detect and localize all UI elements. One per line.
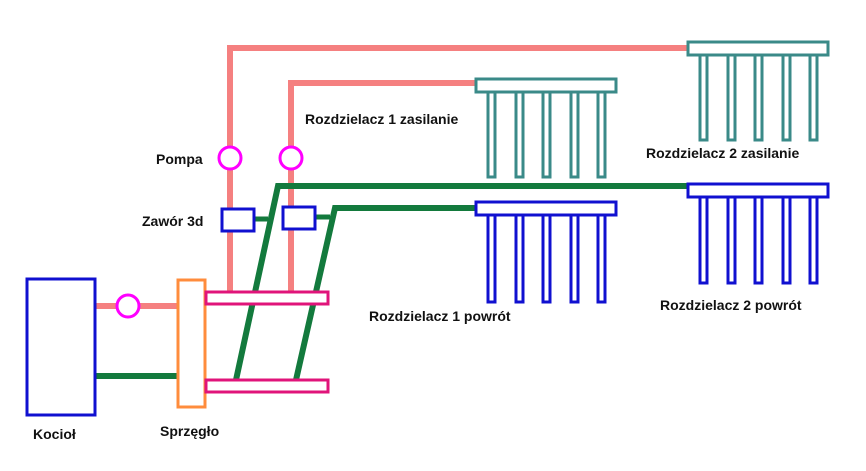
manifold-1-return-outlet-1 xyxy=(486,213,497,304)
manifold-1-supply xyxy=(474,77,618,179)
manifold-2-supply-outlet-1 xyxy=(698,53,709,142)
manifold-2-return-label: Rozdzielacz 2 powrót xyxy=(660,297,802,313)
manifold-2-supply-outlet-5 xyxy=(808,53,819,142)
manifold-1-return-outlet-2 xyxy=(514,213,525,304)
valve-label: Zawór 3d xyxy=(142,213,204,229)
manifold-2-supply-outlet-3 xyxy=(753,53,764,142)
manifold-2-supply-outlet-2 xyxy=(726,53,737,142)
coupler-label: Sprzęgło xyxy=(160,423,220,439)
manifold-1-return-bar xyxy=(474,200,618,217)
manifold-1-supply-label: Rozdzielacz 1 zasilanie xyxy=(305,111,459,127)
boiler-label: Kocioł xyxy=(33,426,76,442)
manifold-2-supply-label: Rozdzielacz 2 zasilanie xyxy=(646,145,800,161)
manifold-1-return-outlet-3 xyxy=(541,213,552,304)
manifold-2-supply-outlet-4 xyxy=(781,53,792,142)
manifold-1-supply-outlet-2 xyxy=(514,90,525,179)
valve-circuit-2 xyxy=(220,207,256,233)
manifold-1-supply-outlet-4 xyxy=(569,90,580,179)
pump-circuit-2 xyxy=(217,145,243,171)
manifold-1-return-outlet-4 xyxy=(569,213,580,304)
manifold-1-supply-outlet-3 xyxy=(541,90,552,179)
manifold-2-return-outlet-1 xyxy=(698,195,709,285)
manifold-2-return-outlet-2 xyxy=(726,195,737,285)
manifold-2-return-outlet-4 xyxy=(781,195,792,285)
manifold-1-supply-outlet-5 xyxy=(596,90,607,179)
return-pipe-circuit-2 xyxy=(233,183,688,381)
manifold-1-return-label: Rozdzielacz 1 powrót xyxy=(369,308,511,324)
boiler xyxy=(25,277,97,417)
manifold-2-supply xyxy=(686,40,830,142)
manifold-2-return-outlet-3 xyxy=(753,195,764,285)
supply-header xyxy=(204,290,330,306)
return-pipe-circuit-1 xyxy=(293,205,476,381)
manifold-1-supply-outlet-1 xyxy=(486,90,497,179)
pump-boiler xyxy=(115,293,141,319)
pump-label: Pompa xyxy=(156,151,203,167)
manifold-2-return-outlet-5 xyxy=(808,195,819,285)
manifold-2-supply-bar xyxy=(686,40,830,57)
manifold-1-return-outlet-5 xyxy=(596,213,607,304)
coupler xyxy=(176,278,207,409)
manifold-2-return xyxy=(686,182,830,285)
manifold-2-return-bar xyxy=(686,182,830,199)
manifold-1-return xyxy=(474,200,618,304)
valve-circuit-1 xyxy=(281,205,317,231)
return-header xyxy=(204,378,330,394)
manifold-1-supply-bar xyxy=(474,77,618,94)
pump-circuit-1 xyxy=(278,145,304,171)
